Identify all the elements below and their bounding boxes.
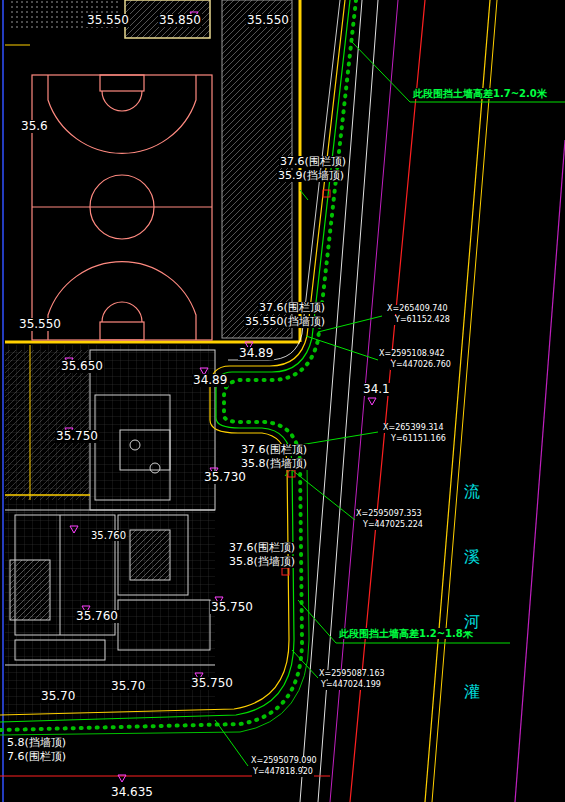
elevation: 35.850 (158, 14, 202, 27)
wall-elevation: 35.550(挡墙顶) (244, 316, 326, 328)
coordinate: Y=447025.224 (362, 521, 424, 530)
wall-elevation: 35.8(挡墙顶) (240, 458, 308, 470)
coordinate: Y=447818.920 (252, 768, 314, 777)
coordinate: X=265399.314 (382, 424, 445, 433)
coordinate: X=2595087.163 (318, 670, 386, 679)
elevation: 35.750 (190, 677, 234, 690)
river-name: 河 (463, 613, 481, 631)
elevation: 35.730 (203, 471, 247, 484)
coordinate: X=2595097.353 (355, 510, 423, 519)
coordinate: Y=447024.199 (320, 681, 382, 690)
elevation: 35.760 (90, 530, 127, 541)
coordinate: Y=61152.428 (394, 316, 451, 325)
coordinate: X=2595079.090 (250, 757, 318, 766)
elevation: 34.89 (192, 374, 228, 387)
river-name: 流 (463, 483, 481, 501)
elevation: 34.89 (238, 347, 274, 360)
wall-note: 此段围挡土墙高差1.7~2.0米 (412, 88, 548, 99)
wall-elevation: 37.6(围栏顶) (240, 444, 308, 456)
elevation: 34.1 (362, 383, 391, 396)
elevation: 35.550 (18, 318, 62, 331)
elevation: 35.550 (246, 14, 290, 27)
elevation: 35.760 (75, 610, 119, 623)
elevation: 35.750 (210, 601, 254, 614)
coordinate: X=265409.740 (386, 305, 449, 314)
coordinate: X=2595108.942 (378, 350, 446, 359)
elevation: 35.650 (60, 360, 104, 373)
wall-elevation: 37.6(围栏顶) (258, 302, 326, 314)
elevation: 35.550 (86, 14, 130, 27)
river-name: 灌 (463, 683, 481, 701)
wall-elevation: 35.9(挡墙顶) (277, 170, 345, 182)
wall-elevation: 7.6(围栏顶) (6, 751, 67, 763)
wall-elevation: 37.6(围栏顶) (228, 542, 296, 554)
coordinate: Y=61151.166 (390, 435, 447, 444)
coordinate: Y=447026.760 (390, 361, 452, 370)
elevation: 35.70 (40, 690, 76, 703)
wall-elevation: 5.8(挡墙顶) (6, 737, 67, 749)
elevation: 35.6 (20, 120, 49, 133)
elevation: 35.70 (110, 680, 146, 693)
wall-elevation: 37.6(围栏顶) (279, 156, 347, 168)
wall-elevation: 35.8(挡墙顶) (228, 556, 296, 568)
river-name: 溪 (463, 548, 481, 566)
elevation: 35.750 (55, 430, 99, 443)
elevation: 34.635 (110, 786, 154, 799)
wall-note: 此段围挡土墙高差1.2~1.8米 (338, 628, 474, 639)
